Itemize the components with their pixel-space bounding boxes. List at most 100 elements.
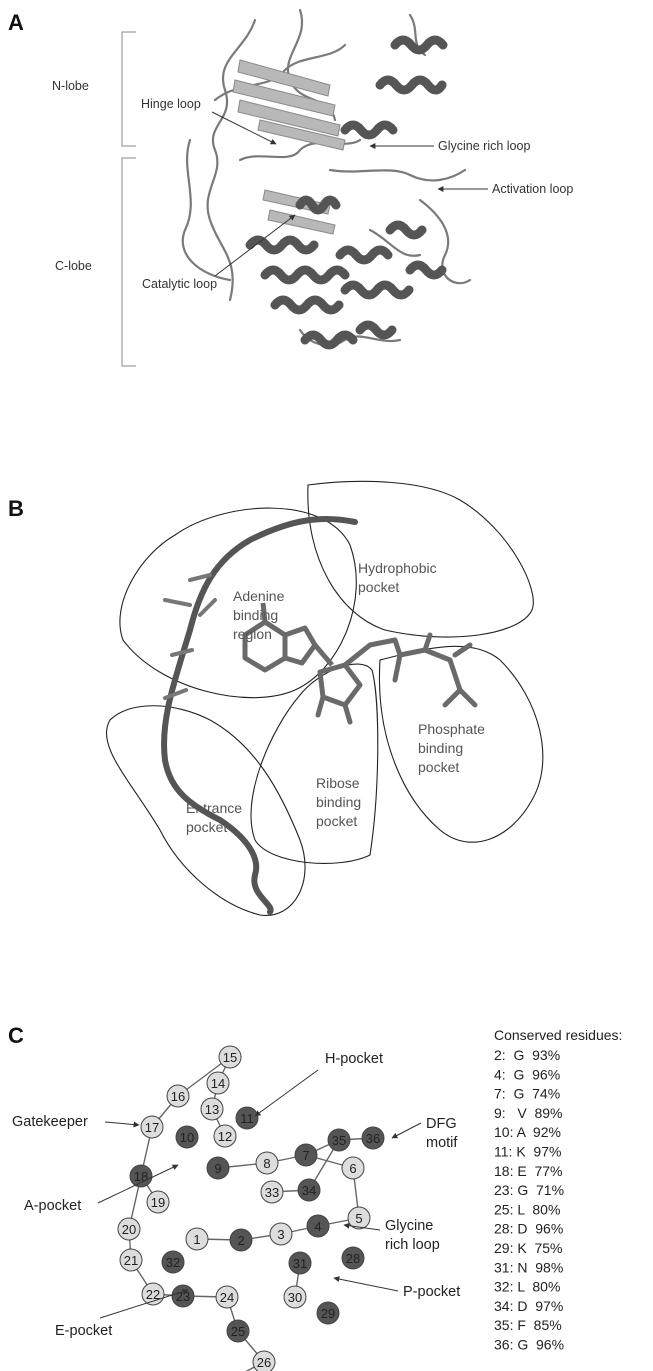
conserved-residue-item: 9: V 89% — [494, 1105, 562, 1121]
panel-c-letter: C — [8, 1023, 24, 1048]
conserved-residue-item: 18: E 77% — [494, 1163, 563, 1179]
residue-node-label: 31 — [293, 1256, 307, 1271]
residue-node: 2 — [230, 1229, 252, 1251]
residue-node-label: 3 — [277, 1227, 284, 1242]
residue-node-label: 12 — [218, 1129, 232, 1144]
residue-node-label: 35 — [332, 1133, 346, 1148]
residue-node-label: 21 — [124, 1253, 138, 1268]
residue-node: 16 — [167, 1085, 189, 1107]
dfg-motif-label: DFG motif — [426, 1116, 461, 1151]
conserved-residue-item: 29: K 75% — [494, 1240, 563, 1256]
residue-node: 13 — [201, 1098, 223, 1120]
conserved-residue-item: 34: D 97% — [494, 1298, 563, 1314]
dfg-motif-arrow — [392, 1123, 421, 1138]
residue-node-label: 4 — [314, 1219, 321, 1234]
residue-node: 15 — [219, 1046, 241, 1068]
residue-node: 32 — [162, 1251, 184, 1273]
residue-network-edges — [129, 1057, 373, 1371]
residue-node: 8 — [256, 1152, 278, 1174]
conserved-residue-item: 2: G 93% — [494, 1047, 560, 1063]
residue-node-label: 34 — [302, 1183, 316, 1198]
conserved-residue-item: 25: L 80% — [494, 1201, 560, 1217]
residue-node-label: 11 — [240, 1111, 254, 1126]
conserved-residue-item: 28: D 96% — [494, 1221, 563, 1237]
n-lobe-bracket — [122, 32, 136, 146]
conserved-residue-item: 11: K 97% — [494, 1144, 561, 1160]
residue-node: 11 — [236, 1107, 258, 1129]
residue-node-label: 5 — [355, 1211, 362, 1226]
conserved-residue-item: 31: N 98% — [494, 1259, 563, 1275]
conserved-residue-item: 32: L 80% — [494, 1279, 560, 1295]
residue-node: 14 — [207, 1072, 229, 1094]
residue-node-label: 13 — [205, 1102, 219, 1117]
conserved-residue-item: 35: F 85% — [494, 1317, 562, 1333]
c-lobe-label: C-lobe — [55, 259, 92, 273]
kinase-structure-illustration — [183, 10, 470, 345]
residue-node: 25 — [227, 1320, 249, 1342]
panel-b: B Hydrophobic pocket Adenine binding — [8, 481, 543, 915]
residue-node-label: 9 — [214, 1161, 221, 1176]
residue-node: 33 — [261, 1181, 283, 1203]
e-pocket-label: E-pocket — [55, 1323, 112, 1339]
residue-node-label: 26 — [257, 1355, 271, 1370]
residue-node-label: 33 — [265, 1185, 279, 1200]
conserved-residues-title: Conserved residues: — [494, 1027, 622, 1043]
hydrophobic-pocket-label: Hydrophobic pocket — [358, 560, 441, 595]
activation-loop-label: Activation loop — [492, 182, 573, 196]
conserved-residue-item: 10: A 92% — [494, 1124, 561, 1140]
residue-node-label: 18 — [134, 1169, 148, 1184]
gatekeeper-arrow — [105, 1122, 139, 1125]
residue-node: 20 — [118, 1218, 140, 1240]
residue-node: 12 — [214, 1125, 236, 1147]
residue-node-label: 7 — [302, 1148, 309, 1163]
residue-node: 36 — [362, 1127, 384, 1149]
residue-node: 7 — [295, 1144, 317, 1166]
conserved-residue-item: 4: G 96% — [494, 1066, 560, 1082]
residue-node: 17 — [141, 1116, 163, 1138]
h-pocket-arrow — [255, 1070, 318, 1116]
conserved-residue-item: 36: G 96% — [494, 1337, 564, 1353]
residue-node-label: 24 — [220, 1290, 234, 1305]
panel-a-letter: A — [8, 10, 24, 35]
panel-b-letter: B — [8, 496, 24, 521]
residue-node: 10 — [176, 1126, 198, 1148]
residue-node-label: 15 — [223, 1050, 237, 1065]
residue-node-label: 1 — [193, 1232, 200, 1247]
residue-node-label: 29 — [321, 1306, 335, 1321]
residue-node-label: 30 — [288, 1290, 302, 1305]
residue-node-label: 28 — [346, 1251, 360, 1266]
residue-node-label: 17 — [145, 1120, 159, 1135]
residue-node: 6 — [342, 1157, 364, 1179]
ribose-pocket-label: Ribose binding pocket — [316, 775, 365, 829]
residue-node: 34 — [298, 1179, 320, 1201]
p-pocket-arrow — [334, 1278, 398, 1291]
phosphate-pocket-label: Phosphate binding pocket — [418, 721, 489, 775]
residue-node-label: 16 — [171, 1089, 185, 1104]
residue-node: 28 — [342, 1247, 364, 1269]
gatekeeper-label: Gatekeeper — [12, 1114, 88, 1130]
residue-node-label: 25 — [231, 1324, 245, 1339]
conserved-residue-item: 7: G 74% — [494, 1086, 560, 1102]
residue-node-label: 32 — [166, 1255, 180, 1270]
residue-node: 9 — [207, 1157, 229, 1179]
h-pocket-label: H-pocket — [325, 1051, 383, 1067]
residue-node: 21 — [120, 1249, 142, 1271]
residue-node-label: 14 — [211, 1076, 225, 1091]
conserved-residues-list: 2: G 93% 4: G 96% 7: G 74% 9: V 89% 10: A 92… — [494, 1047, 564, 1353]
residue-node: 24 — [216, 1286, 238, 1308]
residue-node: 35 — [328, 1129, 350, 1151]
residue-node: 3 — [270, 1223, 292, 1245]
residue-node: 31 — [289, 1252, 311, 1274]
c-lobe-bracket — [122, 158, 136, 366]
residue-node: 30 — [284, 1286, 306, 1308]
residue-node: 29 — [317, 1302, 339, 1324]
a-pocket-label: A-pocket — [24, 1198, 81, 1214]
residue-node: 22 — [142, 1283, 164, 1305]
residue-node: 1 — [186, 1228, 208, 1250]
residue-node-label: 6 — [349, 1161, 356, 1176]
n-lobe-label: N-lobe — [52, 79, 89, 93]
catalytic-loop-label: Catalytic loop — [142, 277, 217, 291]
